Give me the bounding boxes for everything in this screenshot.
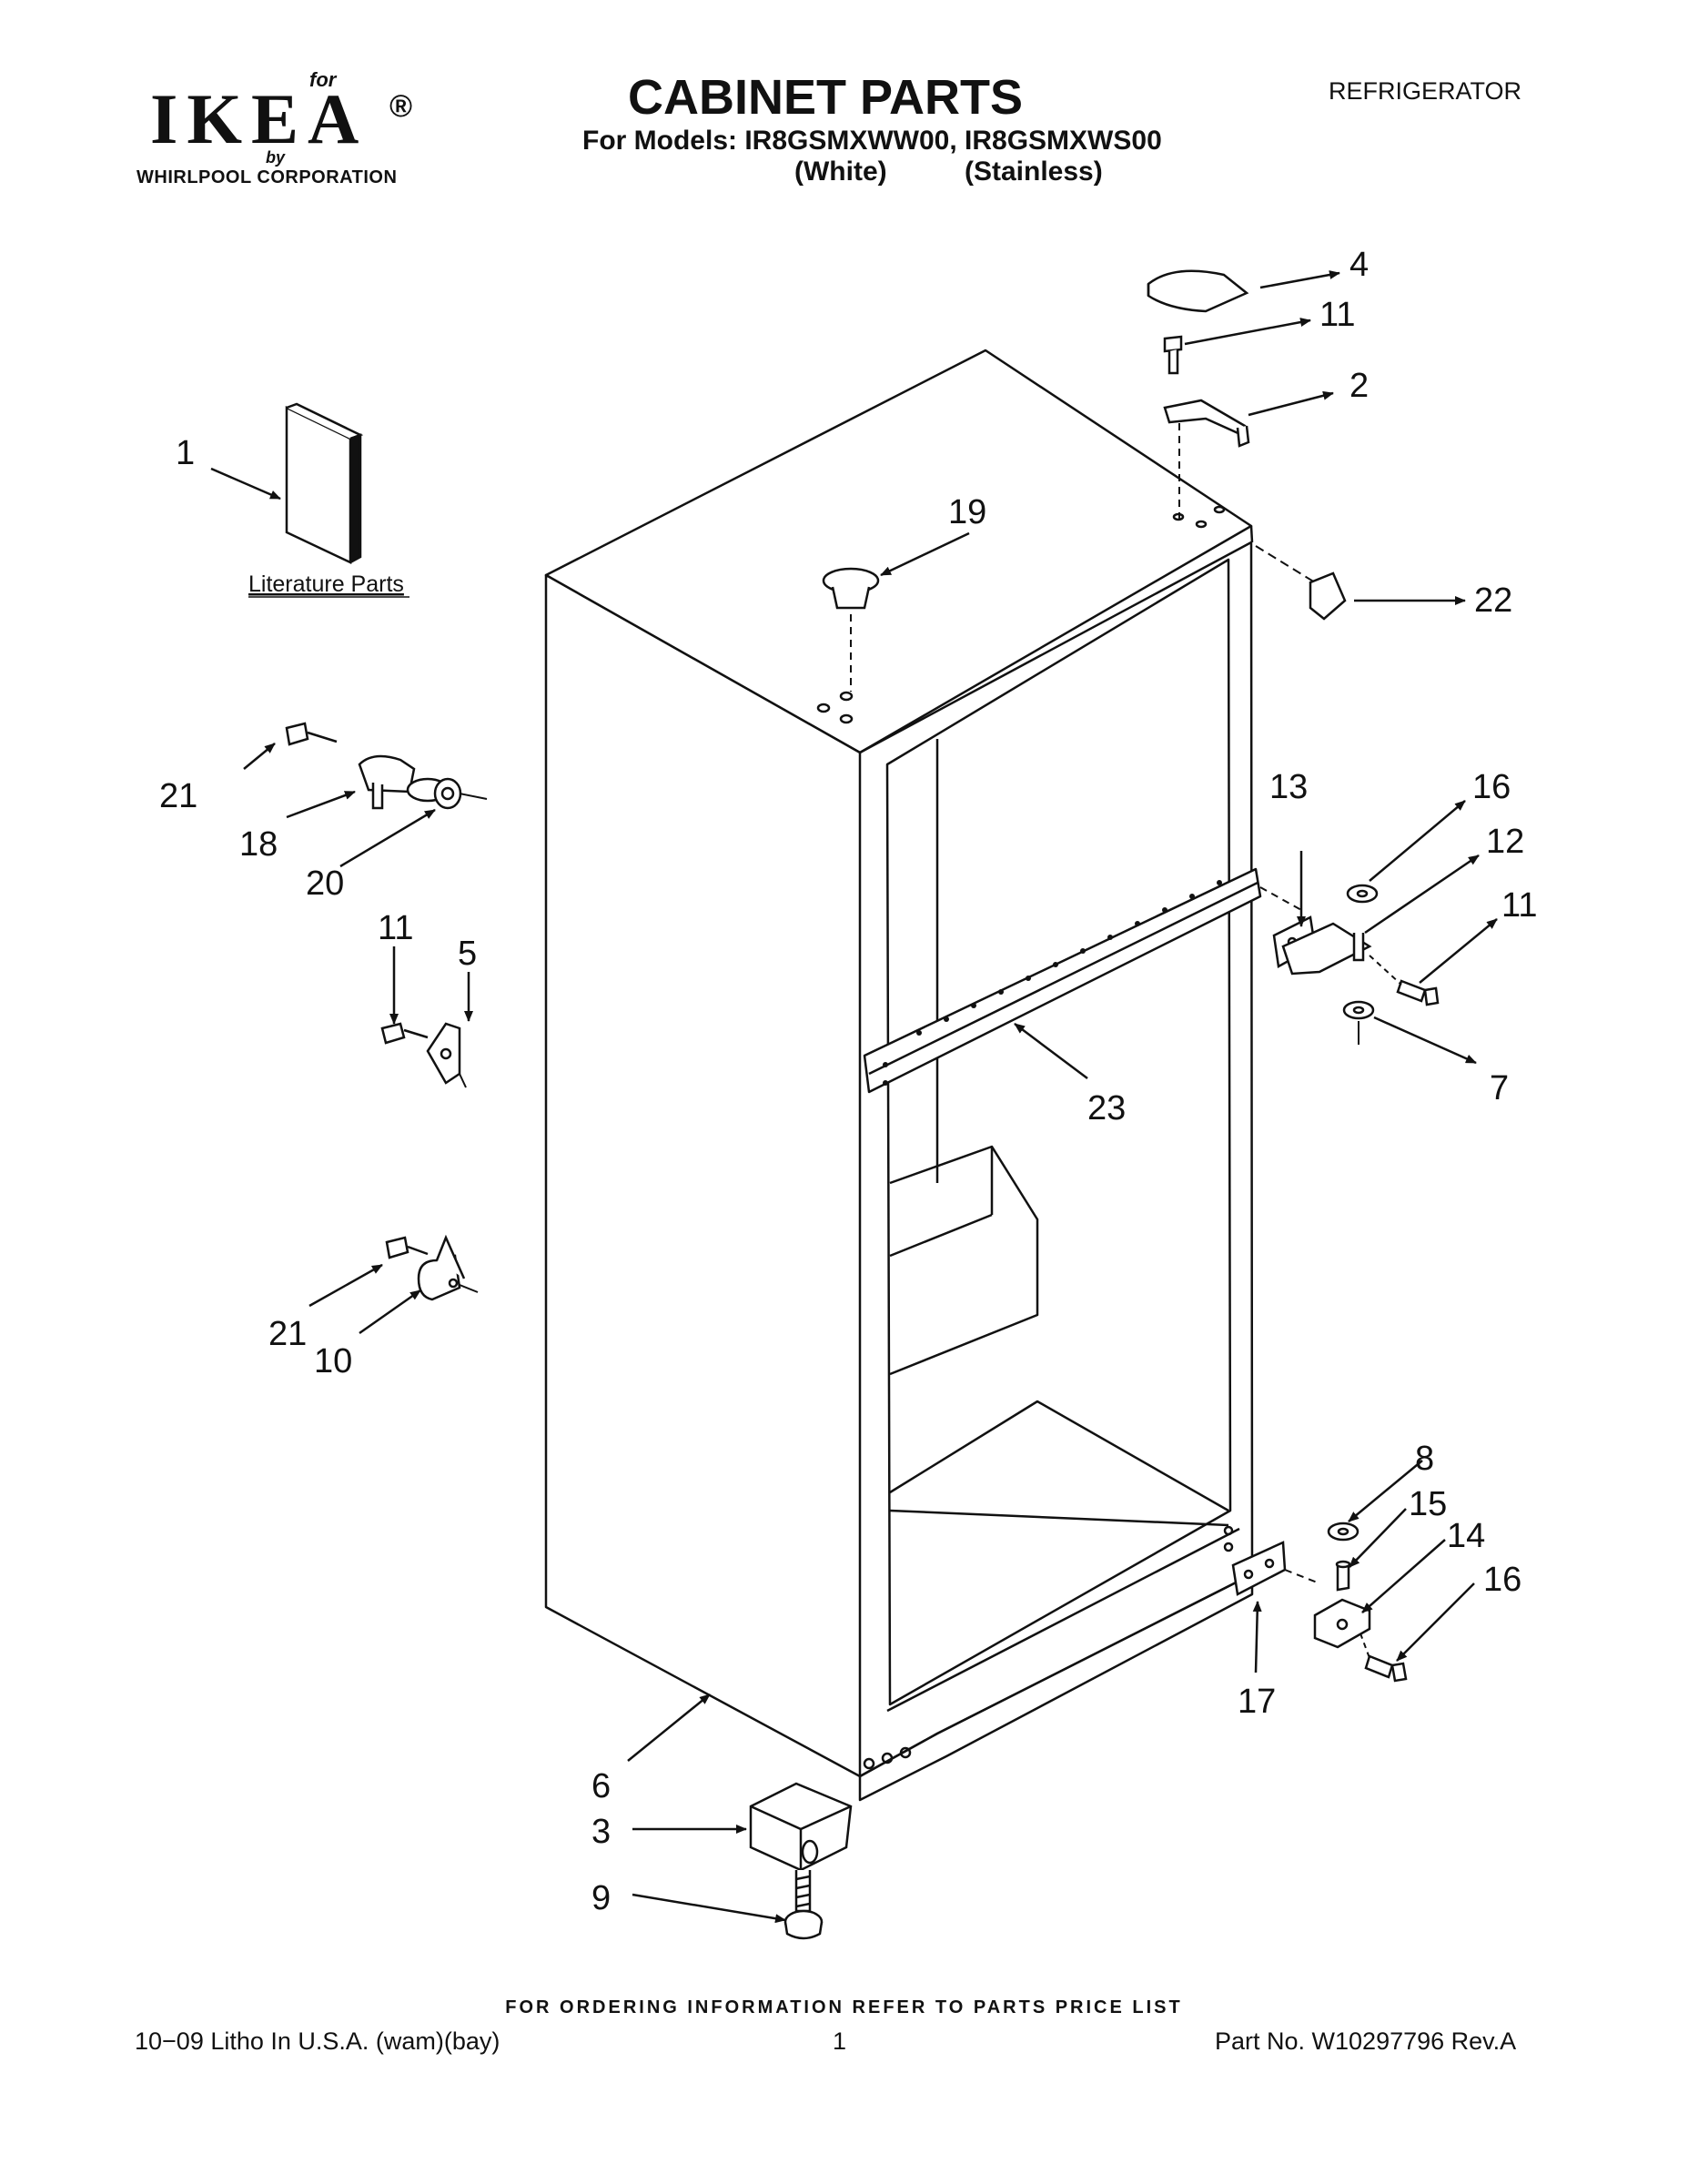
part-2-top-hinge-icon bbox=[1163, 399, 1250, 448]
literature-parts-icon bbox=[285, 402, 364, 564]
ordering-note: FOR ORDERING INFORMATION REFER TO PARTS … bbox=[505, 1997, 1183, 2017]
part-number: Part No. W10297796 Rev.A bbox=[1215, 2027, 1517, 2055]
product-type: REFRIGERATOR bbox=[1329, 77, 1522, 105]
page-title: CABINET PARTS bbox=[628, 70, 1024, 125]
callout-18: 18 bbox=[239, 825, 278, 864]
literature-parts-label: Literature Parts bbox=[248, 571, 404, 597]
callout-11-top: 11 bbox=[1319, 296, 1355, 334]
callout-9: 9 bbox=[591, 1879, 611, 1917]
callout-22: 22 bbox=[1474, 581, 1512, 620]
part-17-hinge-spacer-icon bbox=[1231, 1541, 1287, 1596]
logo-for-text: for bbox=[309, 68, 337, 91]
callout-17: 17 bbox=[1238, 1683, 1276, 1721]
variant-white: (White) bbox=[794, 157, 887, 187]
callout-11-right: 11 bbox=[1501, 886, 1537, 925]
callout-2: 2 bbox=[1349, 367, 1369, 405]
part-4-hinge-cover-icon bbox=[1147, 269, 1249, 313]
callout-8: 8 bbox=[1415, 1440, 1434, 1478]
callout-labels: 1 4 11 2 19 22 21 18 20 11 5 13 16 12 11… bbox=[159, 246, 1537, 1917]
part-16-washer-top-icon bbox=[1346, 884, 1379, 904]
callout-21-upper: 21 bbox=[159, 777, 197, 815]
logo-corporation-text: WHIRLPOOL CORPORATION bbox=[136, 167, 398, 187]
part-9-leveling-leg-icon bbox=[783, 1870, 824, 1940]
callout-7: 7 bbox=[1490, 1069, 1509, 1107]
part-14-bottom-hinge-icon bbox=[1313, 1598, 1371, 1649]
callout-1: 1 bbox=[176, 434, 195, 472]
callout-12: 12 bbox=[1486, 823, 1524, 861]
part-15-hinge-pin-icon bbox=[1335, 1560, 1351, 1592]
part-7-washer-icon bbox=[1342, 1000, 1375, 1020]
callout-3: 3 bbox=[591, 1813, 611, 1851]
callout-16-lower: 16 bbox=[1483, 1561, 1521, 1599]
part-11-top-screw-icon bbox=[1163, 335, 1183, 375]
callout-21-lower: 21 bbox=[268, 1315, 307, 1353]
callout-23: 23 bbox=[1087, 1089, 1126, 1127]
callout-4: 4 bbox=[1349, 246, 1369, 284]
registered-mark: ® bbox=[389, 89, 413, 124]
callout-10: 10 bbox=[314, 1342, 352, 1380]
part-3-roller-assembly-icon bbox=[749, 1782, 853, 1872]
part-22-hinge-pin-cover-icon bbox=[1309, 571, 1347, 621]
models-line: For Models: IR8GSMXWW00, IR8GSMXWS00 bbox=[582, 126, 1162, 156]
callout-5: 5 bbox=[458, 935, 477, 973]
part-12-center-hinge-icon bbox=[1281, 922, 1372, 976]
callout-11-left: 11 bbox=[378, 909, 413, 947]
part-10-21-bracket-icon bbox=[385, 1234, 466, 1301]
callout-14: 14 bbox=[1447, 1517, 1485, 1555]
variant-stainless: (Stainless) bbox=[965, 157, 1103, 187]
cabinet-drawing bbox=[544, 349, 1262, 1802]
part-19-plug-icon bbox=[822, 567, 880, 610]
part-18-20-21-left-hinge-parts-icon bbox=[285, 722, 462, 810]
callout-16-upper: 16 bbox=[1472, 768, 1511, 806]
ikea-logo: IKEA bbox=[150, 79, 369, 158]
callout-6: 6 bbox=[591, 1767, 611, 1805]
leader-arrows bbox=[210, 270, 1498, 1924]
callout-19: 19 bbox=[948, 493, 986, 531]
part-11-center-hinge-screw-icon bbox=[1396, 979, 1440, 1006]
logo-by-text: by bbox=[266, 148, 286, 167]
litho-info: 10−09 Litho In U.S.A. (wam)(bay) bbox=[135, 2027, 500, 2055]
part-16-bottom-screw-icon bbox=[1364, 1654, 1408, 1683]
page-number: 1 bbox=[833, 2027, 847, 2055]
callout-15: 15 bbox=[1409, 1485, 1447, 1523]
part-5-11-door-stop-icon bbox=[380, 1022, 461, 1085]
part-8-washer-icon bbox=[1327, 1522, 1359, 1542]
callout-13: 13 bbox=[1269, 768, 1308, 806]
callout-20: 20 bbox=[306, 864, 344, 903]
